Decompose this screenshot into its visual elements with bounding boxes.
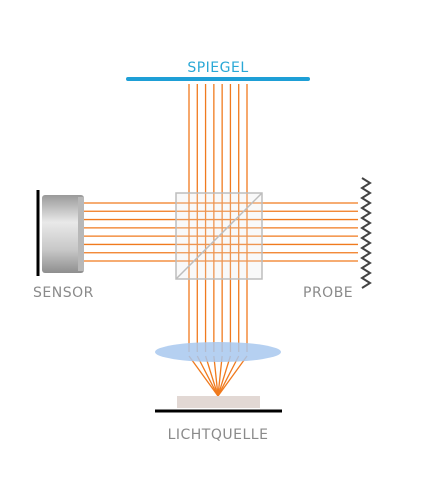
- focused-beam-ray: [213, 355, 219, 397]
- focused-beams: [188, 355, 248, 397]
- emitter-block: [177, 396, 260, 408]
- camera-sensor-icon: [36, 190, 84, 276]
- focused-beam-ray: [217, 355, 248, 397]
- rough-surface-icon: [360, 177, 372, 289]
- sample-label: PROBE: [303, 285, 353, 301]
- vertical-beams: [188, 84, 248, 352]
- horizontal-beams: [84, 202, 358, 262]
- lens-ellipse: [155, 342, 281, 362]
- mirror-label: SPIEGEL: [187, 60, 248, 76]
- focused-beam-ray: [204, 355, 219, 397]
- sensor-label: SENSOR: [33, 285, 94, 301]
- focused-beam-ray: [196, 355, 219, 397]
- focused-beam-ray: [188, 355, 219, 397]
- focused-beam-ray: [217, 355, 240, 397]
- focused-beam-ray: [217, 355, 232, 397]
- light-source-label: LICHTQUELLE: [168, 427, 269, 443]
- beam-splitter-cube: [175, 192, 263, 280]
- focused-beam-ray: [217, 355, 223, 397]
